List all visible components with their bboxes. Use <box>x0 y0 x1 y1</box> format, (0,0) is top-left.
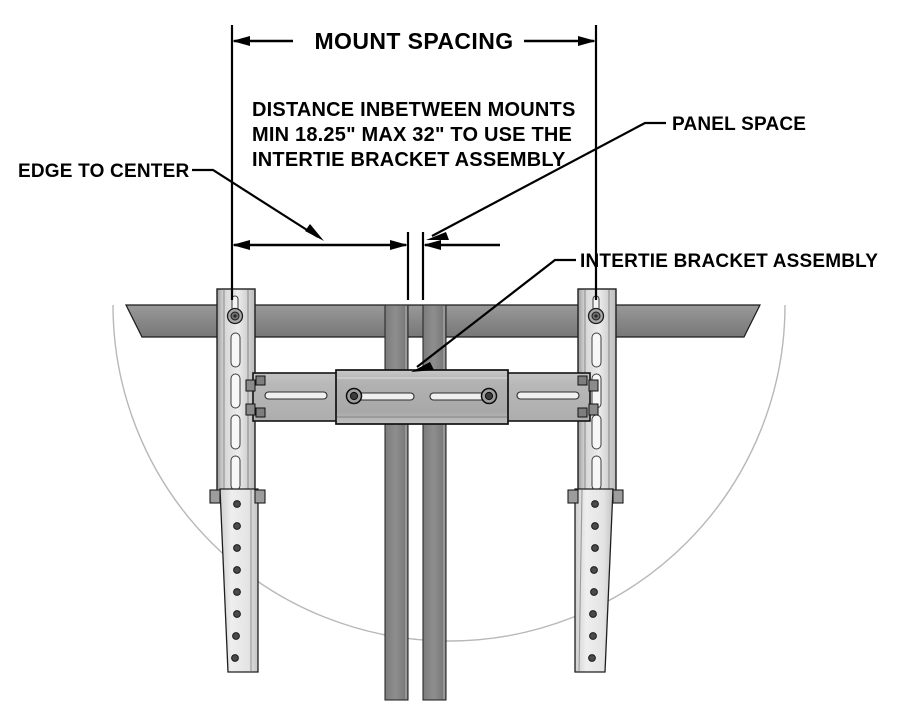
left-mount-rail <box>209 288 266 673</box>
panel-space-arrow <box>426 232 449 240</box>
edge-to-center-arrow <box>305 224 324 241</box>
etc-arrow-left <box>232 240 250 250</box>
panel-space-callout: PANEL SPACE <box>426 114 806 240</box>
arrow-left <box>232 36 250 46</box>
tv-panel-outline <box>112 304 786 642</box>
intertie-bracket-arrow <box>411 362 434 372</box>
panel-space-label: PANEL SPACE <box>672 114 806 135</box>
right-mount-rail <box>567 288 624 673</box>
note-line-1: DISTANCE INBETWEEN MOUNTS <box>252 99 576 121</box>
note-line-2: MIN 18.25" MAX 32" TO USE THE <box>252 124 572 146</box>
intertie-bracket-assembly <box>245 369 599 425</box>
mount-spacing-label: MOUNT SPACING <box>315 28 514 54</box>
lower-dimension-chain <box>232 232 500 300</box>
intertie-bracket-callout: INTERTIE BRACKET ASSEMBLY <box>411 251 878 372</box>
mount-spacing-dimension: MOUNT SPACING <box>230 25 598 300</box>
edge-to-center-callout: EDGE TO CENTER <box>18 161 324 241</box>
edge-to-center-label: EDGE TO CENTER <box>18 161 189 182</box>
note-line-3: INTERTIE BRACKET ASSEMBLY <box>252 149 566 171</box>
arrow-right <box>578 36 596 46</box>
note-text-block: DISTANCE INBETWEEN MOUNTS MIN 18.25" MAX… <box>252 99 576 171</box>
intertie-bracket-label: INTERTIE BRACKET ASSEMBLY <box>580 251 878 272</box>
panel-space-arrow-right <box>423 240 441 250</box>
center-vertical-posts <box>384 304 447 701</box>
etc-arrow-right <box>390 240 408 250</box>
